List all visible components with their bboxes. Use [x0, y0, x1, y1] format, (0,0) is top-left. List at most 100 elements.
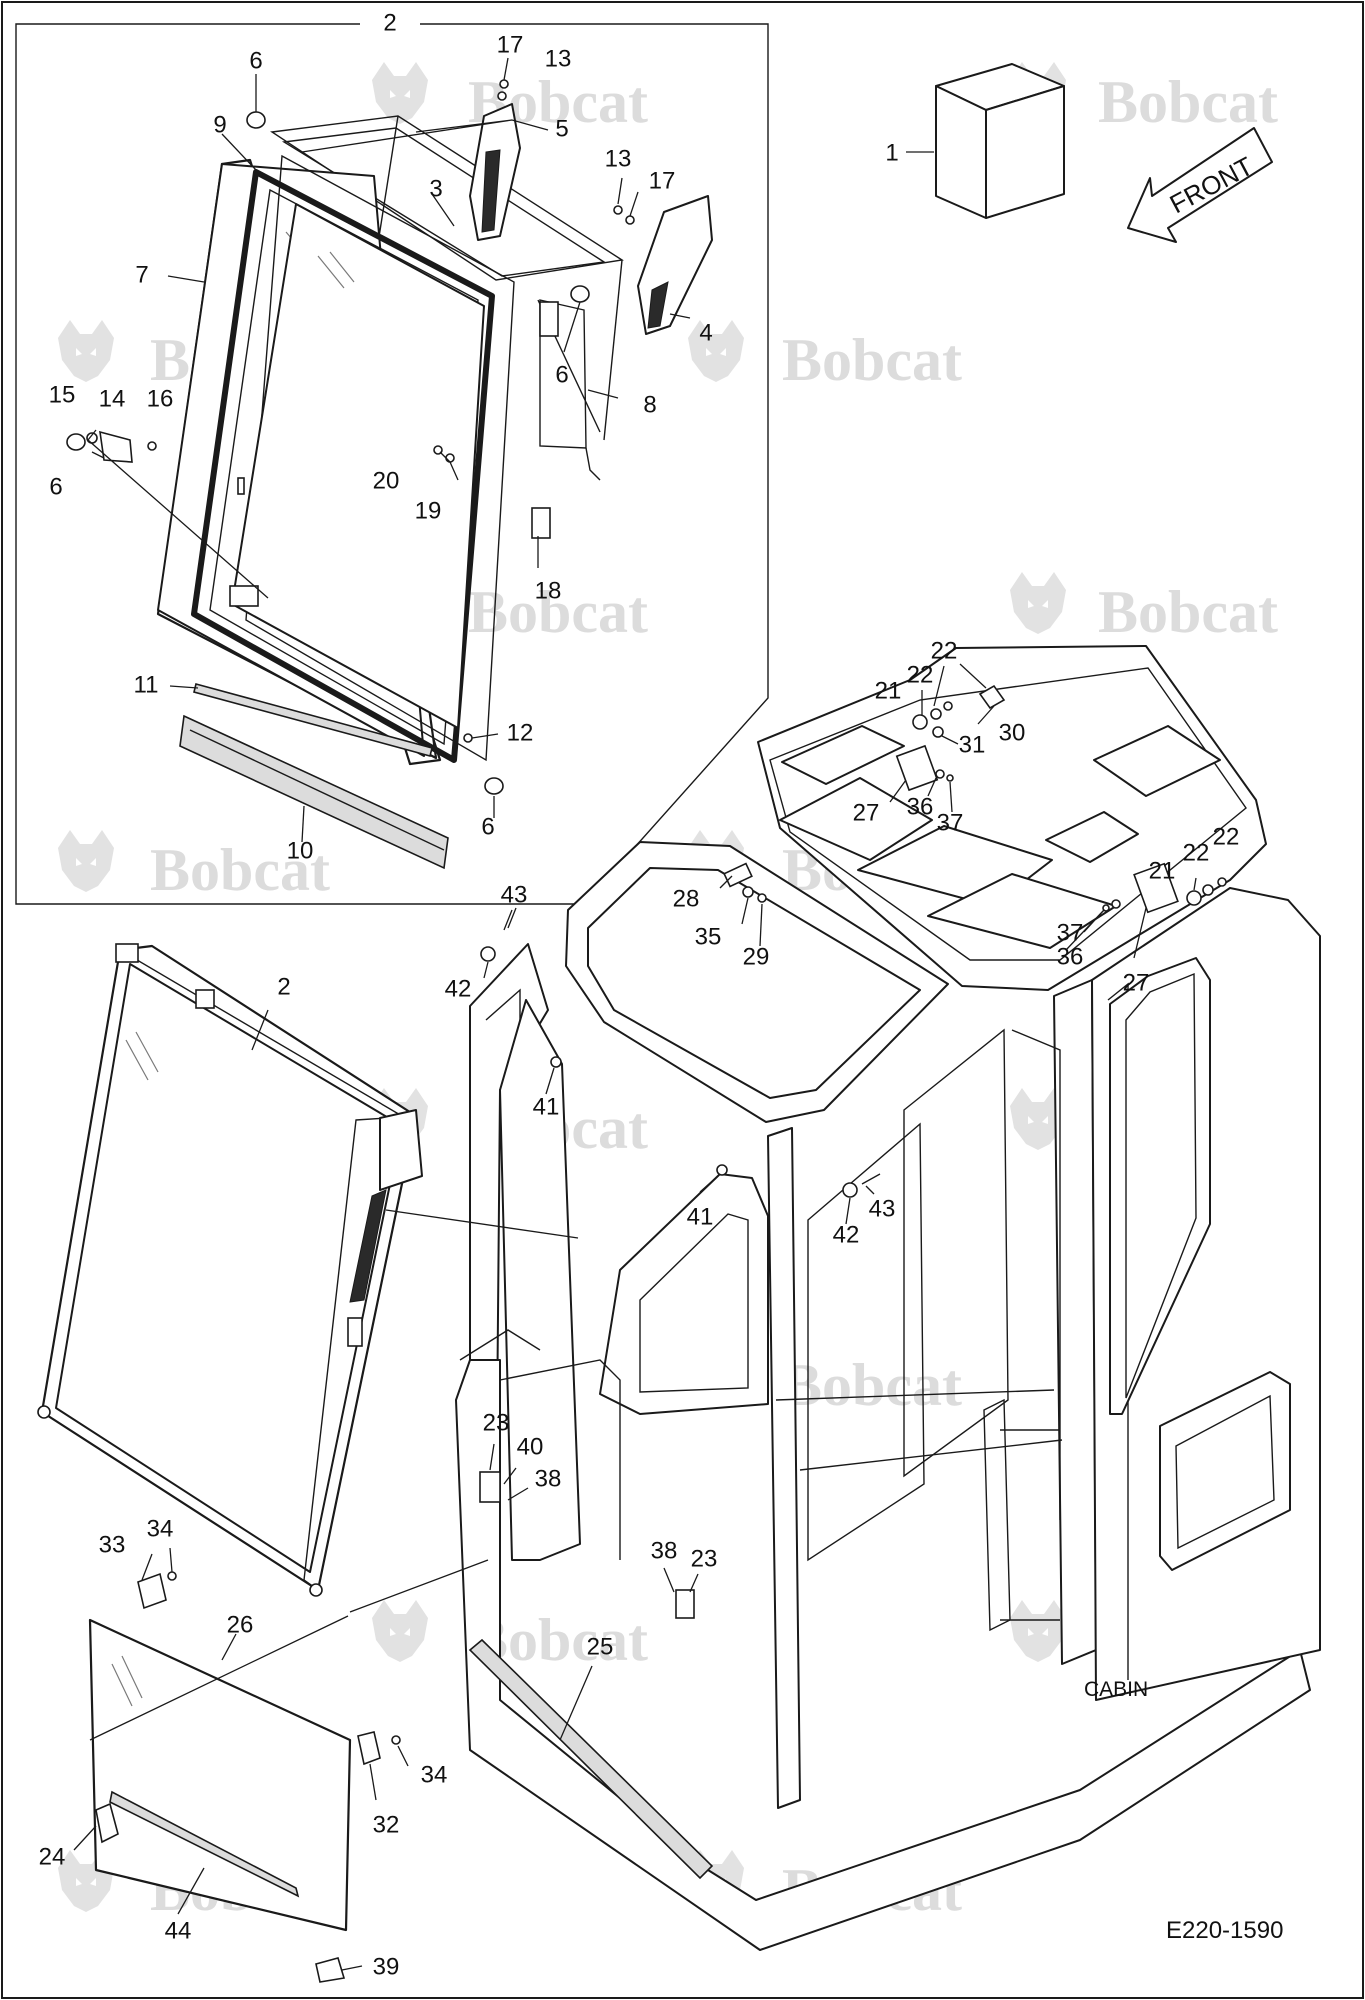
front-lower-frame: [499, 1359, 621, 1560]
interior-panel-rear: [903, 1028, 1009, 1478]
callout-14: 14: [99, 385, 126, 412]
screw-34: [391, 1735, 401, 1745]
callout-22: 22: [907, 661, 934, 688]
callout-39: 39: [373, 1953, 400, 1980]
cabin-label: CABIN: [1084, 1678, 1148, 1701]
callout-19: 19: [415, 497, 442, 524]
drawing-code: E220-1590: [1166, 1917, 1283, 1944]
washer-22: [1217, 877, 1227, 887]
roof-cap-left: [781, 725, 905, 785]
callout-29: 29: [743, 943, 770, 970]
watermark: Bobcat: [1010, 572, 1278, 645]
callout-17: 17: [649, 167, 676, 194]
rail-hook: [585, 447, 601, 481]
lower-panel-26: 33 34 26 34 32 24 44 39: [39, 1515, 489, 1983]
door-latch: [379, 1109, 423, 1191]
roof-window-glass: [587, 867, 921, 1099]
door-slide-bracket: [347, 1317, 363, 1347]
item-1-kit-box: 1: [885, 63, 1065, 219]
leader: [741, 897, 749, 925]
callout-23: 23: [483, 1409, 510, 1436]
seal-strip-44: [109, 1790, 300, 1898]
glass-reflection: [317, 251, 355, 289]
rail-groove: [189, 729, 445, 851]
callout-32: 32: [373, 1811, 400, 1838]
hinge-23: [479, 1471, 501, 1503]
callout-13: 13: [605, 145, 632, 172]
leader: [865, 1185, 875, 1195]
lower-glass-26: [88, 1618, 352, 1932]
cap-6: [570, 285, 590, 303]
watermark: Bobcat: [688, 320, 962, 393]
front-mount: [459, 1329, 541, 1361]
callout-16: 16: [147, 385, 174, 412]
leader: [489, 1443, 495, 1471]
leader: [959, 663, 987, 689]
interior-post: [1011, 1029, 1061, 1520]
stud-43: [861, 1173, 881, 1185]
bracket-14: [99, 430, 133, 463]
leader: [941, 735, 959, 745]
leader: [949, 781, 953, 813]
callout-42: 42: [833, 1221, 860, 1248]
leader: [87, 429, 269, 599]
callout-37: 37: [937, 809, 964, 836]
glass-reflection: [125, 1031, 159, 1081]
screw-34: [167, 1571, 177, 1581]
callout-26: 26: [227, 1611, 254, 1638]
leader: [1065, 909, 1105, 951]
washer-13: [497, 91, 507, 101]
callout-22: 22: [1183, 839, 1210, 866]
stud-43: [503, 909, 513, 931]
hinge-bracket: [539, 301, 559, 337]
door-top-rail: [119, 949, 403, 1117]
leader: [507, 907, 517, 929]
cabin-structure: 22 22 21 30 31 27 36 37 43 28 35 29 42 2…: [445, 637, 1321, 1951]
grab-handle-rails: [1000, 1429, 1060, 1621]
window-seal-9: [191, 169, 495, 763]
upper-rail-frame-inner: [281, 127, 606, 277]
callout-8: 8: [643, 391, 656, 418]
callout-15: 15: [49, 381, 76, 408]
cap-6: [246, 111, 266, 129]
cabin-roof: [757, 645, 1267, 991]
leader: [439, 451, 451, 463]
cabin-floor-frame: [455, 1359, 1311, 1951]
clip-41: [550, 1056, 562, 1068]
callout-44: 44: [165, 1917, 192, 1944]
roof-cap-right: [1093, 725, 1221, 797]
callout-35: 35: [695, 923, 722, 950]
screw-37: [1102, 904, 1110, 912]
callout-23: 23: [691, 1545, 718, 1572]
door-pivot: [309, 1583, 323, 1597]
inset-door-exploded: 2: [15, 9, 769, 905]
callout-27: 27: [853, 799, 880, 826]
callout-37: 37: [1057, 919, 1084, 946]
callout-34: 34: [147, 1515, 174, 1542]
door-glass: [55, 963, 403, 1573]
leader: [431, 193, 455, 227]
roof-panel-small: [1045, 811, 1139, 863]
screw-37: [946, 774, 954, 782]
bracket-33: [137, 1572, 167, 1610]
watermark: Bobcat: [372, 572, 648, 645]
interior-panel: [807, 1122, 925, 1562]
callout-10: 10: [287, 837, 314, 864]
washer-36: [935, 769, 945, 779]
callout-30: 30: [999, 719, 1026, 746]
window-frame-glass: [231, 203, 485, 729]
leader: [483, 961, 489, 979]
leader: [169, 685, 199, 689]
front-arrow-shape: [1127, 127, 1273, 243]
svg-text:Bobcat: Bobcat: [468, 579, 648, 645]
leader: [759, 903, 763, 947]
callout-2-door: 2: [277, 973, 290, 1000]
callout-5: 5: [555, 115, 568, 142]
screw-29: [757, 893, 767, 903]
callout-4: 4: [699, 319, 712, 346]
callout-42: 42: [445, 975, 472, 1002]
latch-grip: [481, 149, 501, 233]
svg-text:Bobcat: Bobcat: [782, 327, 962, 393]
frame-corner-clip: [229, 585, 259, 607]
